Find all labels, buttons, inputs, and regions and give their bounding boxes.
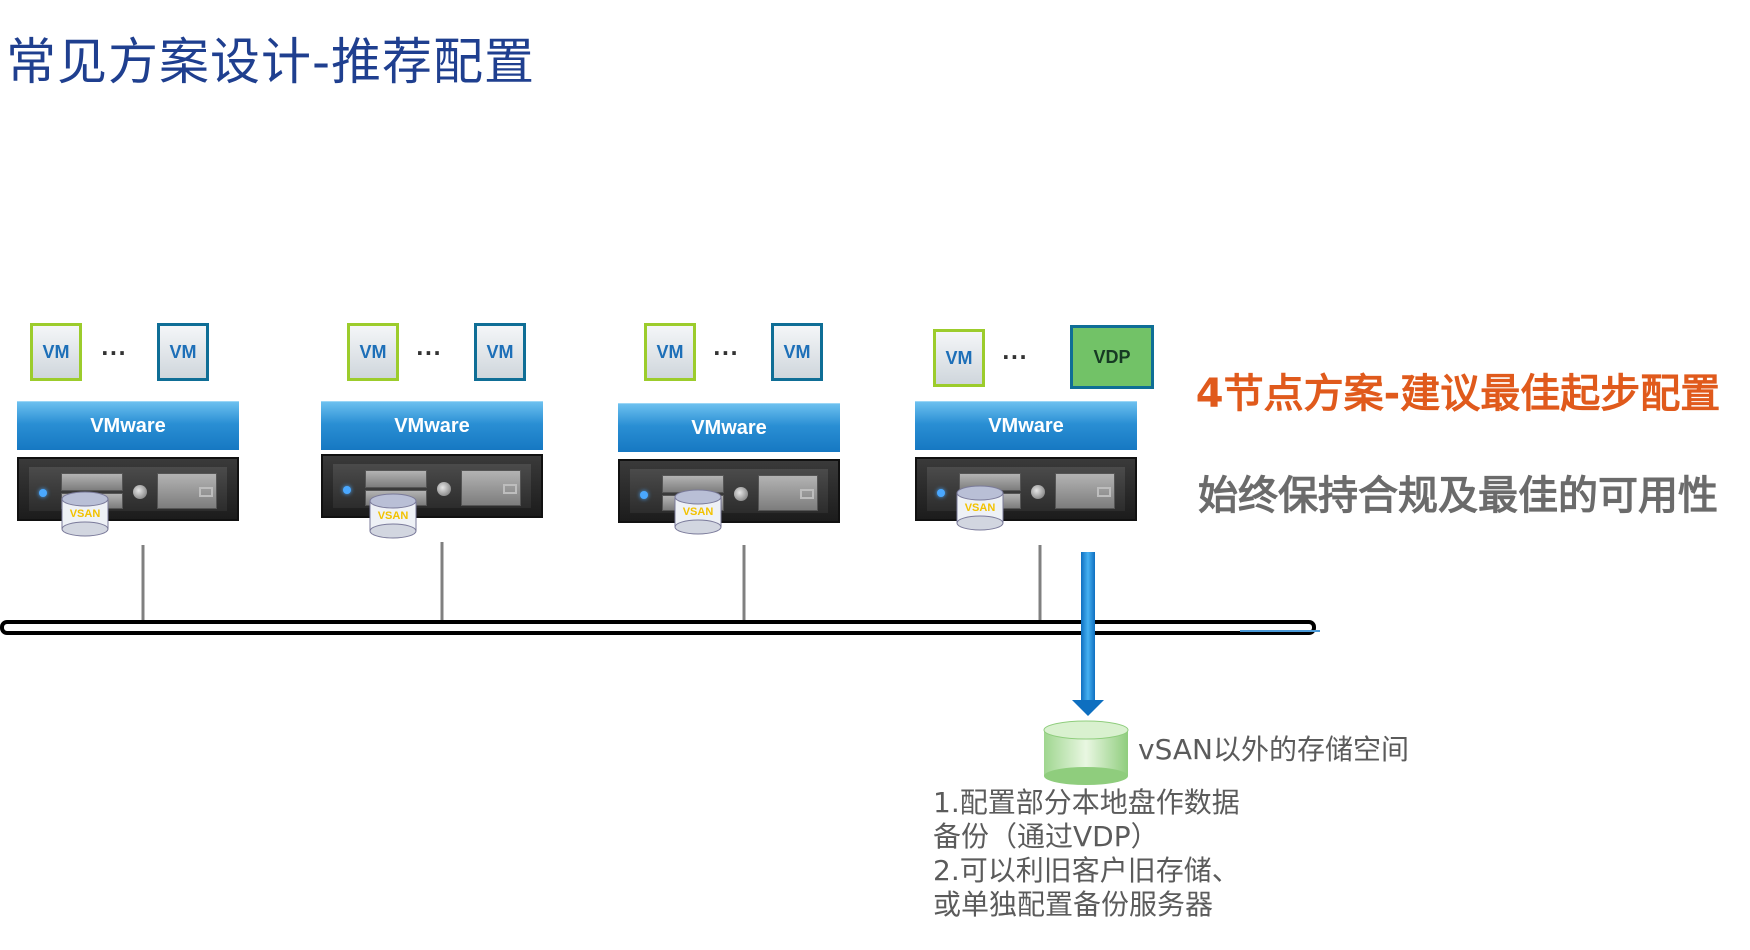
- knob-icon: [437, 482, 451, 496]
- power-led-icon: [39, 489, 47, 497]
- vsan-disk-icon: VSAN: [369, 493, 417, 539]
- storage-notes: 1.配置部分本地盘作数据 备份（通过VDP） 2.可以利旧客户旧存储、 或单独配…: [933, 786, 1240, 922]
- knob-icon: [734, 487, 748, 501]
- knob-icon: [133, 485, 147, 499]
- network-bus: [0, 620, 1316, 635]
- esxi-node-1: VM ··· VM VMware VSAN: [17, 323, 241, 543]
- vmware-hypervisor-bar: VMware: [17, 401, 239, 450]
- ellipsis-icon: ···: [1002, 345, 1028, 369]
- slide-title: 常见方案设计-推荐配置: [6, 33, 536, 91]
- storage-cylinder-icon: [1043, 720, 1129, 785]
- knob-icon: [1031, 485, 1045, 499]
- vm-icon: VM: [644, 323, 696, 381]
- power-led-icon: [640, 491, 648, 499]
- handle-icon: [800, 489, 814, 499]
- vm-icon: VM: [157, 323, 209, 381]
- handle-icon: [503, 484, 517, 494]
- external-storage-label: vSAN以外的存储空间: [1138, 733, 1409, 766]
- vm-icon: VM: [474, 323, 526, 381]
- vsan-disk-icon: VSAN: [61, 491, 109, 537]
- server-icon: [915, 457, 1137, 521]
- vmware-hypervisor-bar: VMware: [618, 403, 840, 452]
- ellipsis-icon: ···: [416, 341, 442, 365]
- power-led-icon: [937, 489, 945, 497]
- vm-icon: VM: [771, 323, 823, 381]
- vsan-label: VSAN: [377, 510, 409, 522]
- vsan-disk-icon: VSAN: [956, 485, 1004, 531]
- handle-icon: [1097, 487, 1111, 497]
- vm-icon: VM: [347, 323, 399, 381]
- handle-icon: [199, 487, 213, 497]
- vsan-label: VSAN: [964, 502, 996, 514]
- server-icon: [17, 457, 239, 521]
- arrow-head: [1072, 700, 1104, 716]
- availability-heading: 始终保持合规及最佳的可用性: [1198, 473, 1718, 519]
- vmware-hypervisor-bar: VMware: [915, 401, 1137, 450]
- vmware-hypervisor-bar: VMware: [321, 401, 543, 450]
- vm-icon: VM: [933, 329, 985, 387]
- vsan-disk-icon: VSAN: [674, 489, 722, 535]
- note-line: 1.配置部分本地盘作数据: [933, 786, 1240, 819]
- ellipsis-icon: ···: [101, 341, 127, 365]
- server-icon: [618, 459, 840, 523]
- vsan-label: VSAN: [69, 508, 101, 520]
- power-led-icon: [343, 486, 351, 494]
- vsan-label: VSAN: [682, 506, 714, 518]
- recommendation-heading: 4节点方案-建议最佳起步配置: [1195, 371, 1721, 417]
- server-icon: [321, 454, 543, 518]
- esxi-node-3: VM ··· VM VMware VSAN: [618, 323, 842, 543]
- ellipsis-icon: ···: [713, 341, 739, 365]
- arrow-shaft: [1081, 552, 1095, 702]
- note-line: 2.可以利旧客户旧存储、: [933, 854, 1240, 887]
- esxi-node-2: VM ··· VM VMware VSAN: [321, 323, 545, 543]
- note-line: 或单独配置备份服务器: [933, 888, 1214, 921]
- vdp-appliance-icon: VDP: [1070, 325, 1154, 389]
- esxi-node-4: VM ··· VDP VMware VSAN: [915, 325, 1154, 547]
- note-line: 备份（通过VDP）: [933, 820, 1159, 853]
- vm-icon: VM: [30, 323, 82, 381]
